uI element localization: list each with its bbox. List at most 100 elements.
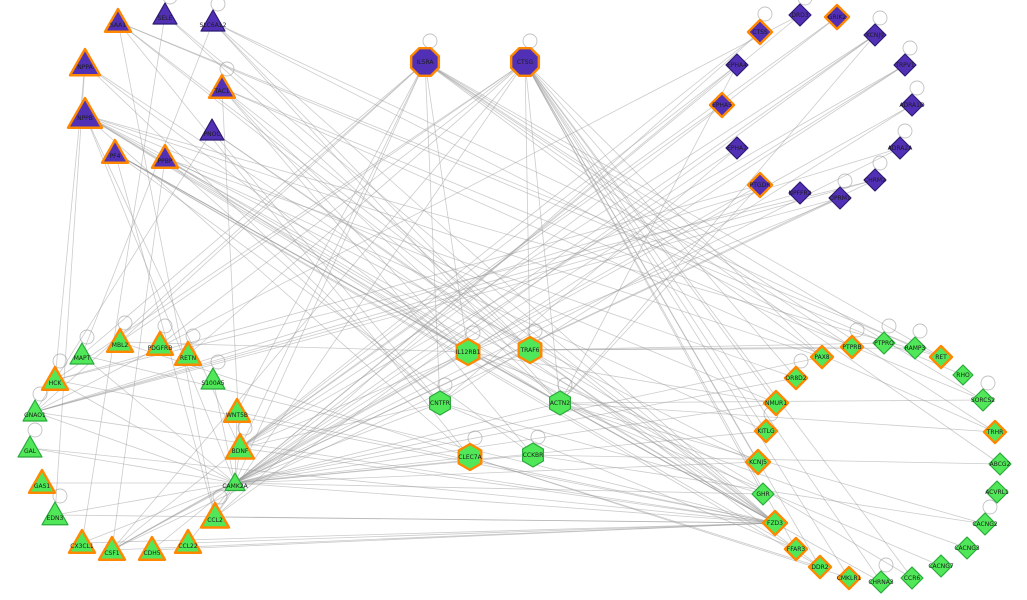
triangle-shape <box>152 2 178 25</box>
node-CHRNA3[interactable]: CHRNA3 <box>868 570 894 594</box>
node-IL5RA[interactable]: IL5RA <box>409 46 441 78</box>
node-FZD3[interactable]: FZD3 <box>761 509 789 537</box>
diamond-shape <box>982 419 1008 445</box>
edge-TAC1-BDNF <box>221 87 241 449</box>
node-GAS1[interactable]: GAS1 <box>27 468 57 494</box>
edge-FZD3-GNAO1 <box>34 411 776 524</box>
edge-CAMK2A-EPHA7 <box>234 147 738 484</box>
hexagon-shape <box>549 390 571 416</box>
node-SAA1[interactable]: SAA1 <box>103 7 133 33</box>
self-loop-GNAO1 <box>32 386 48 402</box>
edge-IL5RA-RET <box>424 61 942 358</box>
diamond-shape <box>893 53 917 77</box>
triangle-shape <box>145 330 175 356</box>
edge-GRIK2-BDNF <box>239 16 838 449</box>
edge-FZD3-MAPT <box>81 354 776 524</box>
node-CSF1[interactable]: CSF1 <box>97 535 127 561</box>
diamond-shape <box>828 186 852 210</box>
node-NMUR1[interactable]: NMUR1 <box>762 389 790 417</box>
node-GAL[interactable]: GAL <box>17 435 43 458</box>
node-CCL22[interactable]: CCL22 <box>173 528 203 554</box>
node-CCKBR[interactable]: CCKBR <box>522 442 544 468</box>
triangle-shape <box>27 468 57 494</box>
node-PF4[interactable]: PF4 <box>100 138 130 164</box>
hexagon-shape <box>517 335 543 365</box>
edge-SELE-CX3CL1 <box>81 14 166 544</box>
node-MAPT[interactable]: MAPT <box>69 342 95 365</box>
diamond-shape <box>746 18 774 46</box>
node-NPPA[interactable]: NPPA <box>68 47 102 77</box>
diamond-shape <box>788 3 812 27</box>
node-OR8D2[interactable]: OR8D2 <box>783 365 809 391</box>
node-DDR2[interactable]: DDR2 <box>807 554 833 580</box>
triangle-shape <box>41 501 69 526</box>
node-NPPB[interactable]: NPPB <box>66 96 104 129</box>
node-EPHA4[interactable]: EPHA4 <box>725 53 749 77</box>
node-SELE[interactable]: SELE <box>152 2 178 25</box>
node-PPBP[interactable]: PPBP <box>150 143 180 169</box>
node-GNAO1[interactable]: GNAO1 <box>22 399 48 422</box>
node-TRAF6[interactable]: TRAF6 <box>517 335 543 365</box>
edge-CAMK2A-FZD3 <box>234 482 776 524</box>
node-CCR6[interactable]: CCR6 <box>900 566 924 590</box>
node-CACNG2[interactable]: CACNG2 <box>972 512 998 536</box>
node-BDNF[interactable]: BDNF <box>224 432 256 460</box>
node-TAC1[interactable]: TAC1 <box>207 73 237 99</box>
node-CHRM2[interactable]: CHRM2 <box>863 168 887 192</box>
self-loop-KCNJ9 <box>872 10 888 26</box>
node-CACNG7[interactable]: CACNG7 <box>928 554 954 578</box>
edge-TRAF6-SAA1 <box>117 21 531 351</box>
node-RHO[interactable]: RHO <box>952 364 974 386</box>
node-CACNG3[interactable]: CACNG3 <box>954 536 980 560</box>
edge-FZD3-TAC1 <box>221 87 776 524</box>
edge-SAA1-CCL2 <box>117 21 216 518</box>
node-ABCG2[interactable]: ABCG2 <box>988 452 1012 476</box>
node-ADRA2A[interactable]: ADRA2A <box>888 136 914 160</box>
triangle-shape <box>173 528 203 554</box>
self-loop-PTPRB <box>849 322 865 338</box>
edge-FZD3-CX3CL1 <box>81 522 776 544</box>
node-DRD3[interactable]: DRD3 <box>788 3 812 27</box>
self-loop-CCL2 <box>212 489 228 505</box>
edge-CTSG-CMKLR1 <box>524 61 850 579</box>
selfloops-layer <box>27 0 998 573</box>
node-WNT5B[interactable]: WNT5B <box>222 397 252 423</box>
node-GRIK2[interactable]: GRIK2 <box>823 3 851 31</box>
node-SLC6A12[interactable]: SLC6A12 <box>200 9 227 32</box>
node-NPFFR2[interactable]: NPFFR2 <box>788 181 812 205</box>
node-TRHR[interactable]: TRHR <box>982 419 1008 445</box>
node-RET[interactable]: RET <box>928 344 954 370</box>
edges-layer <box>29 14 1001 583</box>
node-CLEC7A[interactable]: CLEC7A <box>457 442 483 472</box>
edge-CTSG-FFAR3 <box>524 61 797 550</box>
node-SORCS2[interactable]: SORCS2 <box>971 388 995 412</box>
node-EPHA7[interactable]: EPHA7 <box>725 136 749 160</box>
node-CX3CL1[interactable]: CX3CL1 <box>67 528 97 554</box>
node-KITLG[interactable]: KITLG <box>753 418 779 444</box>
self-loop-TAC1 <box>219 61 235 77</box>
node-RAMP3[interactable]: RAMP3 <box>903 336 927 360</box>
edge-CTSS-CSF1 <box>111 31 761 551</box>
self-loop-RETN <box>185 328 201 344</box>
edge-ACTN2-CACNG3 <box>559 402 968 549</box>
self-loop-CHRNA3 <box>878 557 894 573</box>
node-ADRA1D[interactable]: ADRA1D <box>899 93 925 117</box>
node-TRPV1[interactable]: TRPV1 <box>893 53 917 77</box>
triangle-shape <box>173 340 203 366</box>
node-MBL2[interactable]: MBL2 <box>105 327 135 353</box>
node-PNOC[interactable]: PNOC <box>199 118 225 141</box>
edge-FZD3-BDNF <box>239 447 776 524</box>
diamond-shape <box>863 23 887 47</box>
octagon-shape <box>509 46 541 78</box>
self-loop-PDGFRB <box>157 318 173 334</box>
node-CNTFR[interactable]: CNTFR <box>429 390 451 416</box>
edge-CAMK2A-MAPT <box>81 354 236 484</box>
node-EPHA5[interactable]: EPHA5 <box>708 91 736 119</box>
node-ACTN2[interactable]: ACTN2 <box>549 390 571 416</box>
node-IL12RB1[interactable]: IL12RB1 <box>455 337 481 367</box>
node-CMKLR1[interactable]: CMKLR1 <box>837 565 862 591</box>
edge-SAA1-RET <box>117 21 942 358</box>
node-CTSG[interactable]: CTSG <box>509 46 541 78</box>
node-KCNJ9[interactable]: KCNJ9 <box>863 23 887 47</box>
